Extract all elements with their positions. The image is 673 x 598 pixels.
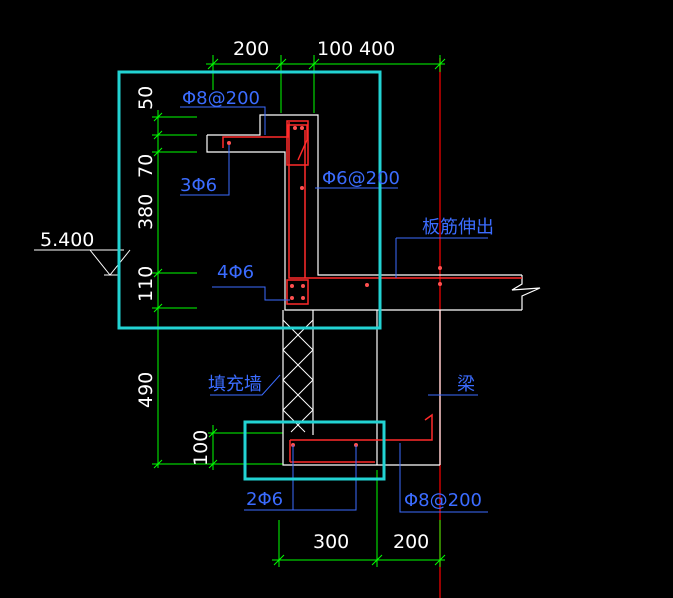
label-rebar-2: 2Φ6 [246,489,283,510]
dim-left-100: 100 [190,430,212,466]
dim-bottom-300: 300 [313,531,349,553]
rebar-lines [222,120,522,463]
dim-bottom-200: 200 [393,531,429,553]
rebar-dots [227,126,442,447]
slab-break-line [511,275,541,310]
label-slab-extend: 板筋伸出 [422,217,494,238]
infill-wall-hatch [282,319,314,433]
label-rebar-3: 3Φ6 [180,175,217,196]
dim-left-110: 110 [135,266,157,302]
dim-left-380: 380 [135,194,157,230]
label-rebar-4: 4Φ6 [217,262,254,283]
upper-detail-highlight [117,70,382,330]
leader-lines [180,106,488,513]
bottom-dimension-line [272,470,446,567]
elevation-mark [34,249,131,276]
lower-detail-highlight [243,420,386,481]
left-dimension-line [152,110,275,469]
label-rebar-top: Φ8@200 [182,88,260,109]
top-dimension-line [206,55,446,113]
label-beam: 梁 [457,374,475,395]
structure-outline [206,114,522,466]
elevation-value: 5.400 [40,229,94,251]
dim-left-70: 70 [135,154,157,178]
dim-top-400: 400 [359,38,395,60]
dim-left-50: 50 [135,86,157,110]
label-rebar-bottom: Φ8@200 [404,490,482,511]
dim-top-100: 100 [317,38,353,60]
label-rebar-side: Φ6@200 [322,168,400,189]
label-infill-wall: 填充墙 [208,374,262,395]
dim-left-490: 490 [135,372,157,408]
dim-top-200: 200 [233,38,269,60]
